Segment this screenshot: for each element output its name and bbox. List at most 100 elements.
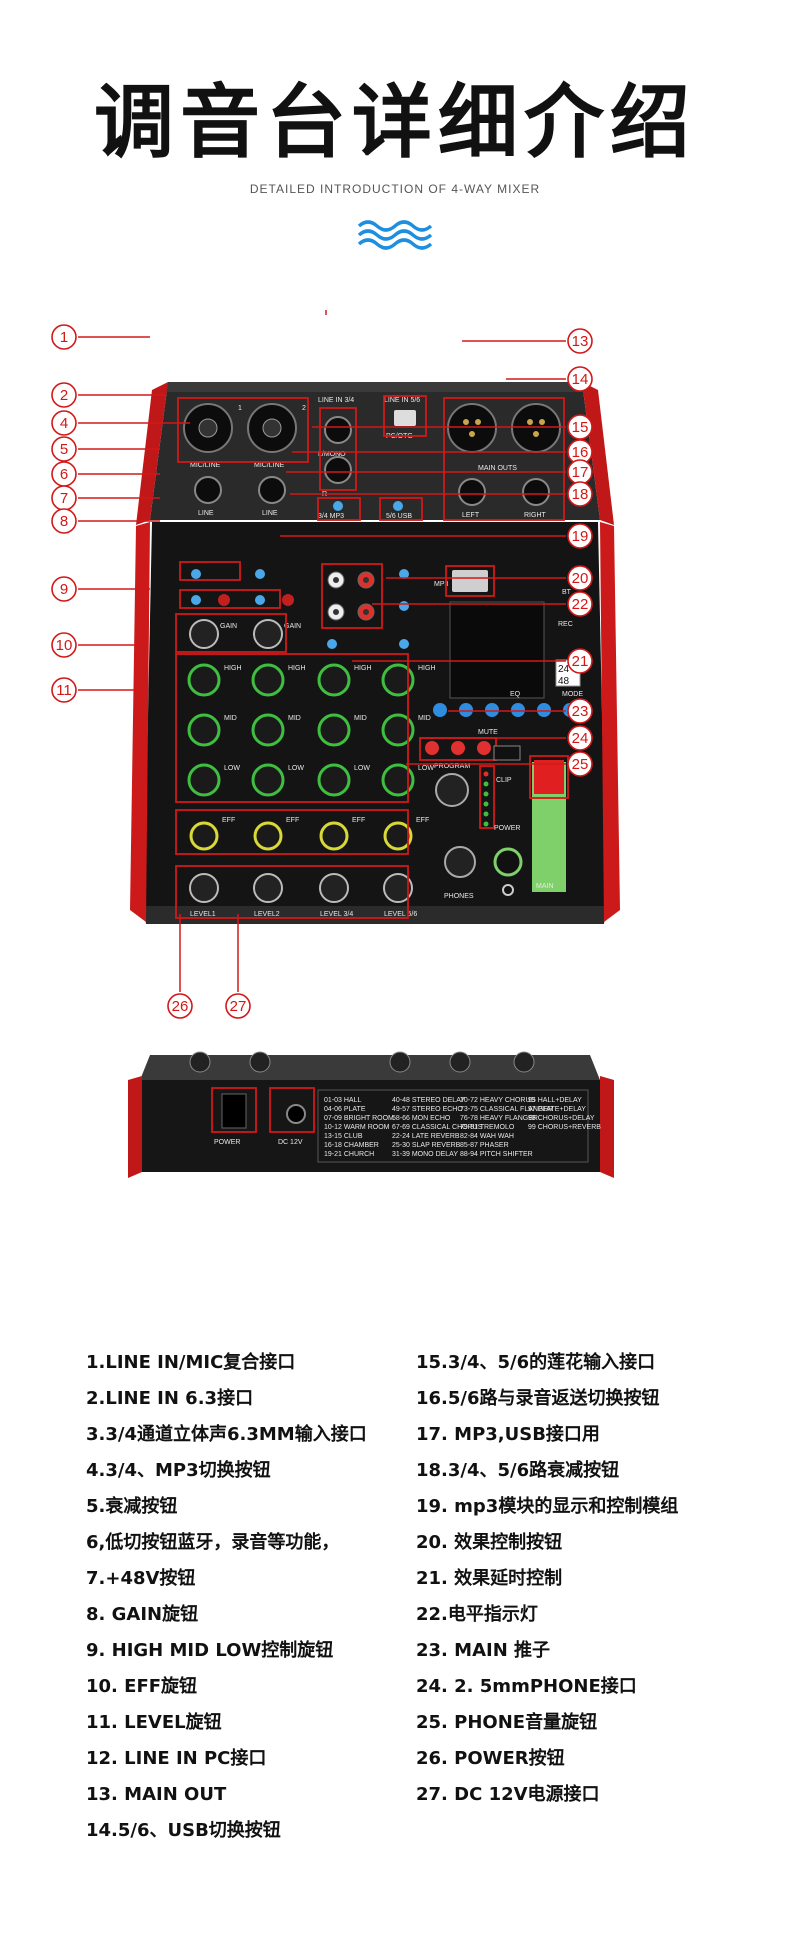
- eq-knob: [187, 763, 221, 797]
- callout-number: 21: [572, 653, 589, 670]
- xlr-combo-jack-ch2: [247, 403, 297, 453]
- label-line-1: LINE: [198, 510, 214, 517]
- line-jack-ch2: [258, 476, 286, 504]
- eq-knob: [251, 663, 285, 697]
- callout-marker: 13: [462, 328, 593, 354]
- callout-number: 20: [572, 570, 589, 587]
- meter-led: [483, 791, 489, 797]
- callout-marker: 15: [312, 414, 593, 440]
- spec-item: 19. mp3模块的显示和控制模组: [416, 1496, 679, 1517]
- spec-item: 5.衰减按钮: [86, 1496, 178, 1517]
- callout-marker: 12: [325, 310, 327, 315]
- label-eq-band: MID: [288, 715, 301, 722]
- callout-number: 6: [60, 466, 68, 483]
- callout-marker: 5: [51, 436, 160, 462]
- effect-list-item: 58-66 MON ECHO: [392, 1115, 451, 1122]
- effect-list-item: 01-03 HALL: [324, 1097, 361, 1104]
- meter-led: [483, 771, 489, 777]
- spec-item: 21. 效果延时控制: [416, 1568, 563, 1589]
- callout-number: 25: [572, 756, 589, 773]
- callout-marker: 1: [51, 324, 150, 350]
- label-eq-band: HIGH: [288, 665, 306, 672]
- line-jack-ch1: [194, 476, 222, 504]
- label-mp3: MP3: [434, 581, 449, 588]
- spec-item: 17. MP3,USB接口用: [416, 1424, 600, 1445]
- label-mic-line-2: MIC/LINE: [254, 462, 285, 469]
- label-eq-band: MID: [224, 715, 237, 722]
- label-clip: CLIP: [496, 777, 512, 784]
- label-eq-band: HIGH: [354, 665, 372, 672]
- spec-item: 10. EFF旋钮: [86, 1676, 198, 1697]
- label-bits: 24: [558, 664, 570, 675]
- spec-item: 11. LEVEL旋钮: [86, 1712, 222, 1733]
- effect-list-item: 73-75 CLASSICAL FLANGER: [460, 1106, 553, 1113]
- effect-list-item: 82-84 WAH WAH: [460, 1133, 514, 1140]
- power-switch: [221, 1093, 247, 1129]
- callout-marker: 8: [51, 508, 160, 534]
- label-dc: DC 12V: [278, 1139, 303, 1146]
- callout-number: 9: [60, 581, 68, 598]
- spec-item: 4.3/4、MP3切换按钮: [86, 1460, 271, 1481]
- effect-list-item: 70-72 HEAVY CHORUS: [460, 1097, 536, 1104]
- label-eq-band: MID: [418, 715, 431, 722]
- callout-marker: 4: [51, 410, 190, 436]
- label-gain: GAIN: [284, 623, 301, 630]
- spec-item: 23. MAIN 推子: [416, 1640, 551, 1661]
- label-eq-band: HIGH: [224, 665, 242, 672]
- label-eq-band: LOW: [418, 765, 434, 772]
- label-mic-line-1: MIC/LINE: [190, 462, 221, 469]
- label-gain: GAIN: [220, 623, 237, 630]
- spec-item: 27. DC 12V电源接口: [416, 1784, 600, 1805]
- label-eq-band: LOW: [288, 765, 304, 772]
- dc-jack: [286, 1104, 306, 1124]
- wave-icon: [357, 220, 433, 250]
- label-left: LEFT: [462, 512, 480, 519]
- callout-marker: 22: [372, 591, 593, 617]
- main-out-xlr-left: [447, 403, 497, 453]
- label-eff: EFF: [416, 817, 429, 824]
- spec-item: 3.3/4通道立体声6.3MM输入接口: [86, 1424, 367, 1445]
- meter-led: [483, 811, 489, 817]
- spec-item: 26. POWER按钮: [416, 1748, 565, 1769]
- eq-knob: [381, 663, 415, 697]
- low-cut-button: [191, 595, 201, 605]
- meter-led: [483, 801, 489, 807]
- level-knob: [383, 873, 413, 903]
- label-power: POWER: [494, 825, 520, 832]
- effect-list-item: 07-09 BRIGHT ROOM: [324, 1115, 394, 1122]
- spec-item: 25. PHONE音量旋钮: [416, 1712, 598, 1733]
- spec-item: 12. LINE IN PC接口: [86, 1748, 267, 1769]
- mp3-switch-button: [333, 501, 343, 511]
- usb-switch-button: [393, 501, 403, 511]
- label-main-outs: MAIN OUTS: [478, 465, 517, 472]
- rear-top-knobs: [189, 1051, 535, 1073]
- callout-number: 18: [572, 486, 589, 503]
- usb-a-port: [452, 570, 488, 592]
- spec-item: 13. MAIN OUT: [86, 1784, 227, 1805]
- effect-list-item: 25-30 SLAP REVERB: [392, 1142, 461, 1149]
- spec-item: 14.5/6、USB切换按钮: [86, 1820, 281, 1841]
- eq-knob: [251, 713, 285, 747]
- effect-list-item: 97 PLATE+DELAY: [528, 1106, 586, 1113]
- eq-knob: [251, 763, 285, 797]
- label-level: LEVEL2: [254, 911, 280, 918]
- callout-marker: 25: [406, 751, 593, 777]
- callout-marker: 9: [51, 576, 150, 602]
- effect-list-item: 99 CHORUS+REVERB: [528, 1124, 601, 1131]
- eq-knob: [317, 713, 351, 747]
- attenuator-34: [399, 601, 409, 611]
- label-eq-band: LOW: [354, 765, 370, 772]
- phone-jack-25: [502, 884, 514, 896]
- callout-number: 8: [60, 513, 68, 530]
- attenuator-button: [191, 569, 201, 579]
- callout-marker: 20: [386, 565, 593, 591]
- label-bt: BT: [562, 589, 572, 596]
- callout-marker: 6: [51, 461, 160, 487]
- label-ch2: 2: [302, 405, 306, 412]
- eff-knob: [253, 821, 283, 851]
- spec-item: 1.LINE IN/MIC复合接口: [86, 1352, 296, 1373]
- callout-marker: 14: [506, 366, 593, 392]
- spec-item: 24. 2. 5mmPHONE接口: [416, 1676, 637, 1697]
- callout-marker: 19: [280, 523, 593, 549]
